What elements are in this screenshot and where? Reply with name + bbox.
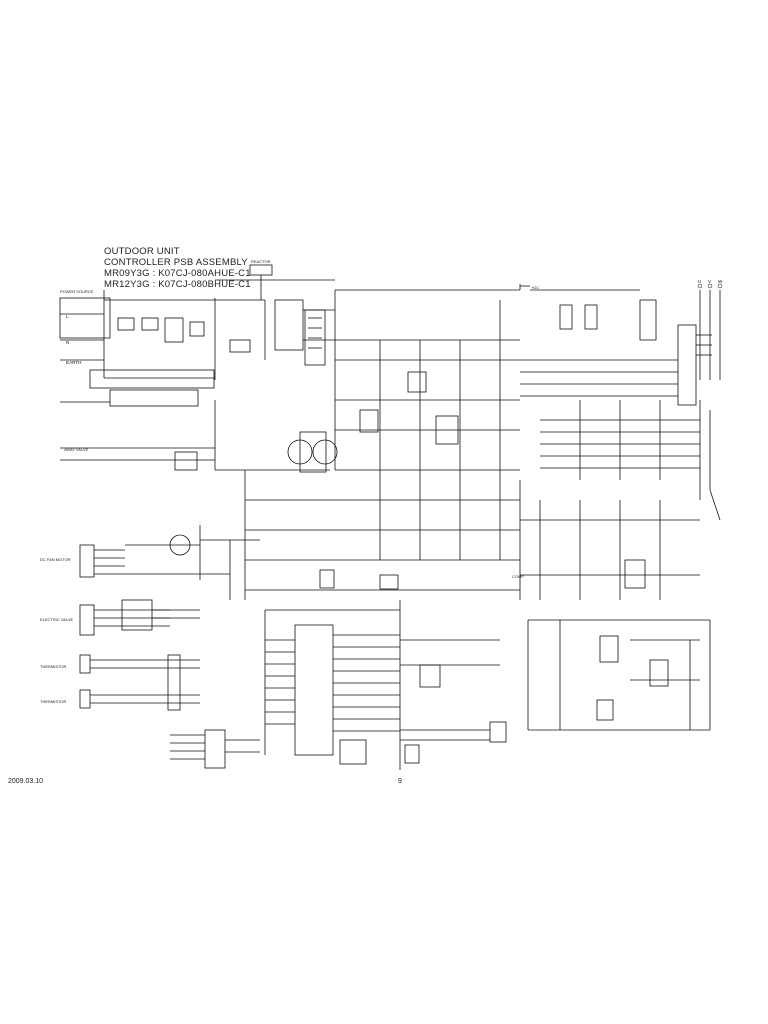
four-way-valve-label: 4WAY VALVE [64,447,89,452]
footer-date: 2009.03.10 [8,778,44,785]
title-line-1: OUTDOOR UNIT [104,246,180,257]
dc-plus-label: +DC [531,285,539,290]
line-n-label: N [66,340,69,345]
power-source-label: POWER SOURCE [60,289,94,294]
line-l-label: L [66,314,69,319]
title-line-2: CONTROLLER PSB ASSEMBLY [104,257,248,268]
reactor-label: REACTOR [251,259,271,264]
thermistor-label-2: THERMISTOR [40,699,66,704]
terminal-w-label: W [718,279,723,284]
title-line-4: MR12Y3G : K07CJ-080BHUE-C1 [104,279,251,290]
earth-label: EARTH [66,360,82,365]
dc-fan-motor-label: DC FAN MOTOR [40,557,71,562]
electric-valve-label: ELECTRIC VALVE [40,617,74,622]
terminal-v-label: V [708,279,712,284]
title-line-3: MR09Y3G : K07CJ-080AHUE-C1 [104,268,251,279]
title-block: OUTDOOR UNIT CONTROLLER PSB ASSEMBLY MR0… [104,246,251,290]
compressor-label: COMP [512,574,524,579]
terminal-u-label: U [698,279,701,284]
thermistor-label-1: THERMISTOR [40,664,66,669]
footer-page-number: 9 [398,778,402,785]
